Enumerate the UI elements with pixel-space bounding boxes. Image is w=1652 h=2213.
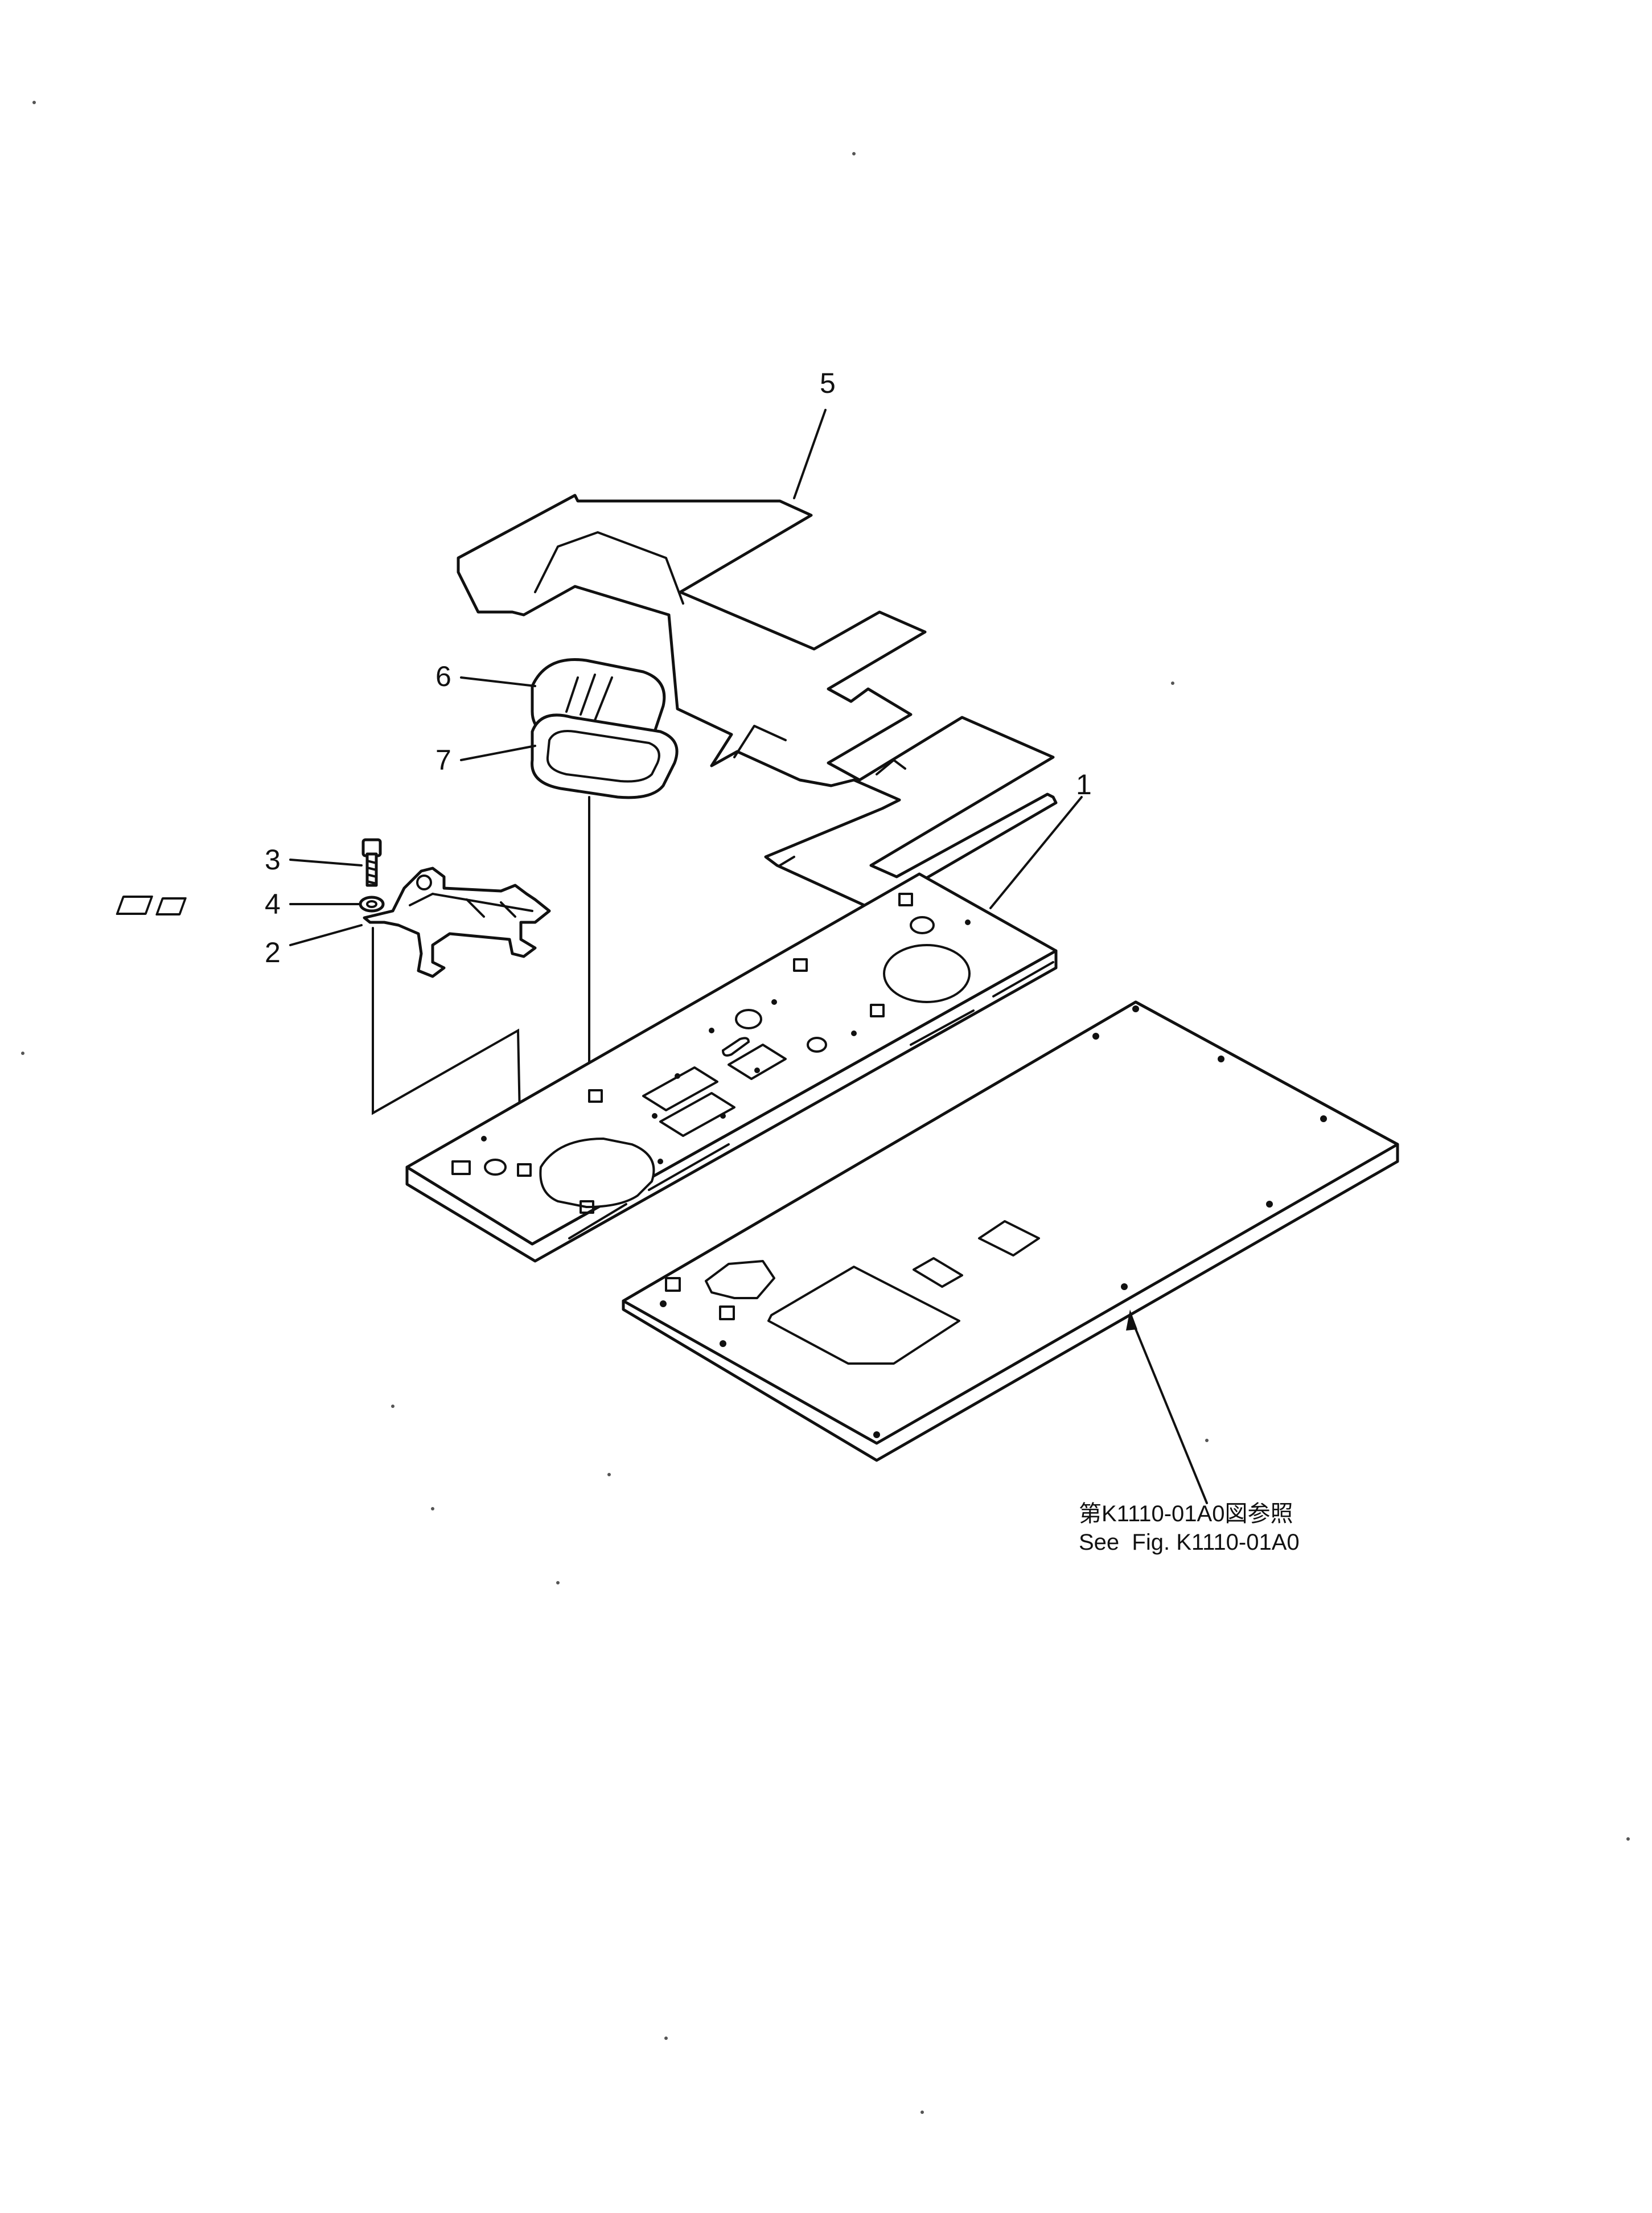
floor-mat-part-5 bbox=[457, 494, 1058, 913]
seal-ring-part-7 bbox=[531, 713, 679, 799]
callout-5: 5 bbox=[820, 367, 836, 399]
callout-4: 4 bbox=[265, 888, 281, 920]
reference-en: See Fig. K1110-01A0 bbox=[1079, 1530, 1300, 1555]
callout-1: 1 bbox=[1076, 769, 1092, 800]
plate-glass-opening bbox=[539, 1137, 655, 1209]
leader-reference bbox=[1129, 1314, 1208, 1504]
leader-2 bbox=[289, 924, 363, 946]
callout-6: 6 bbox=[435, 660, 451, 692]
leader-1 bbox=[989, 796, 1083, 909]
lower-floor-panel bbox=[622, 1000, 1399, 1462]
leader-3 bbox=[289, 859, 363, 867]
washer-part-4 bbox=[359, 896, 385, 913]
callout-2: 2 bbox=[265, 937, 281, 968]
bracket-hole bbox=[416, 874, 432, 890]
leader-6 bbox=[460, 676, 536, 687]
bracket-part-2 bbox=[116, 867, 551, 978]
callout-7: 7 bbox=[435, 744, 451, 776]
bolt-part-3 bbox=[361, 838, 382, 887]
leader-7 bbox=[460, 745, 536, 761]
callout-3: 3 bbox=[265, 844, 281, 876]
leader-5 bbox=[793, 409, 827, 499]
reference-jp: 第K1110-01A0図参照 bbox=[1079, 1501, 1293, 1526]
reference-arrow-head bbox=[1126, 1309, 1137, 1331]
plate-large-hole bbox=[883, 944, 971, 1003]
floor-plate-part-1 bbox=[405, 872, 1058, 1263]
scan-specks bbox=[21, 101, 1630, 2114]
